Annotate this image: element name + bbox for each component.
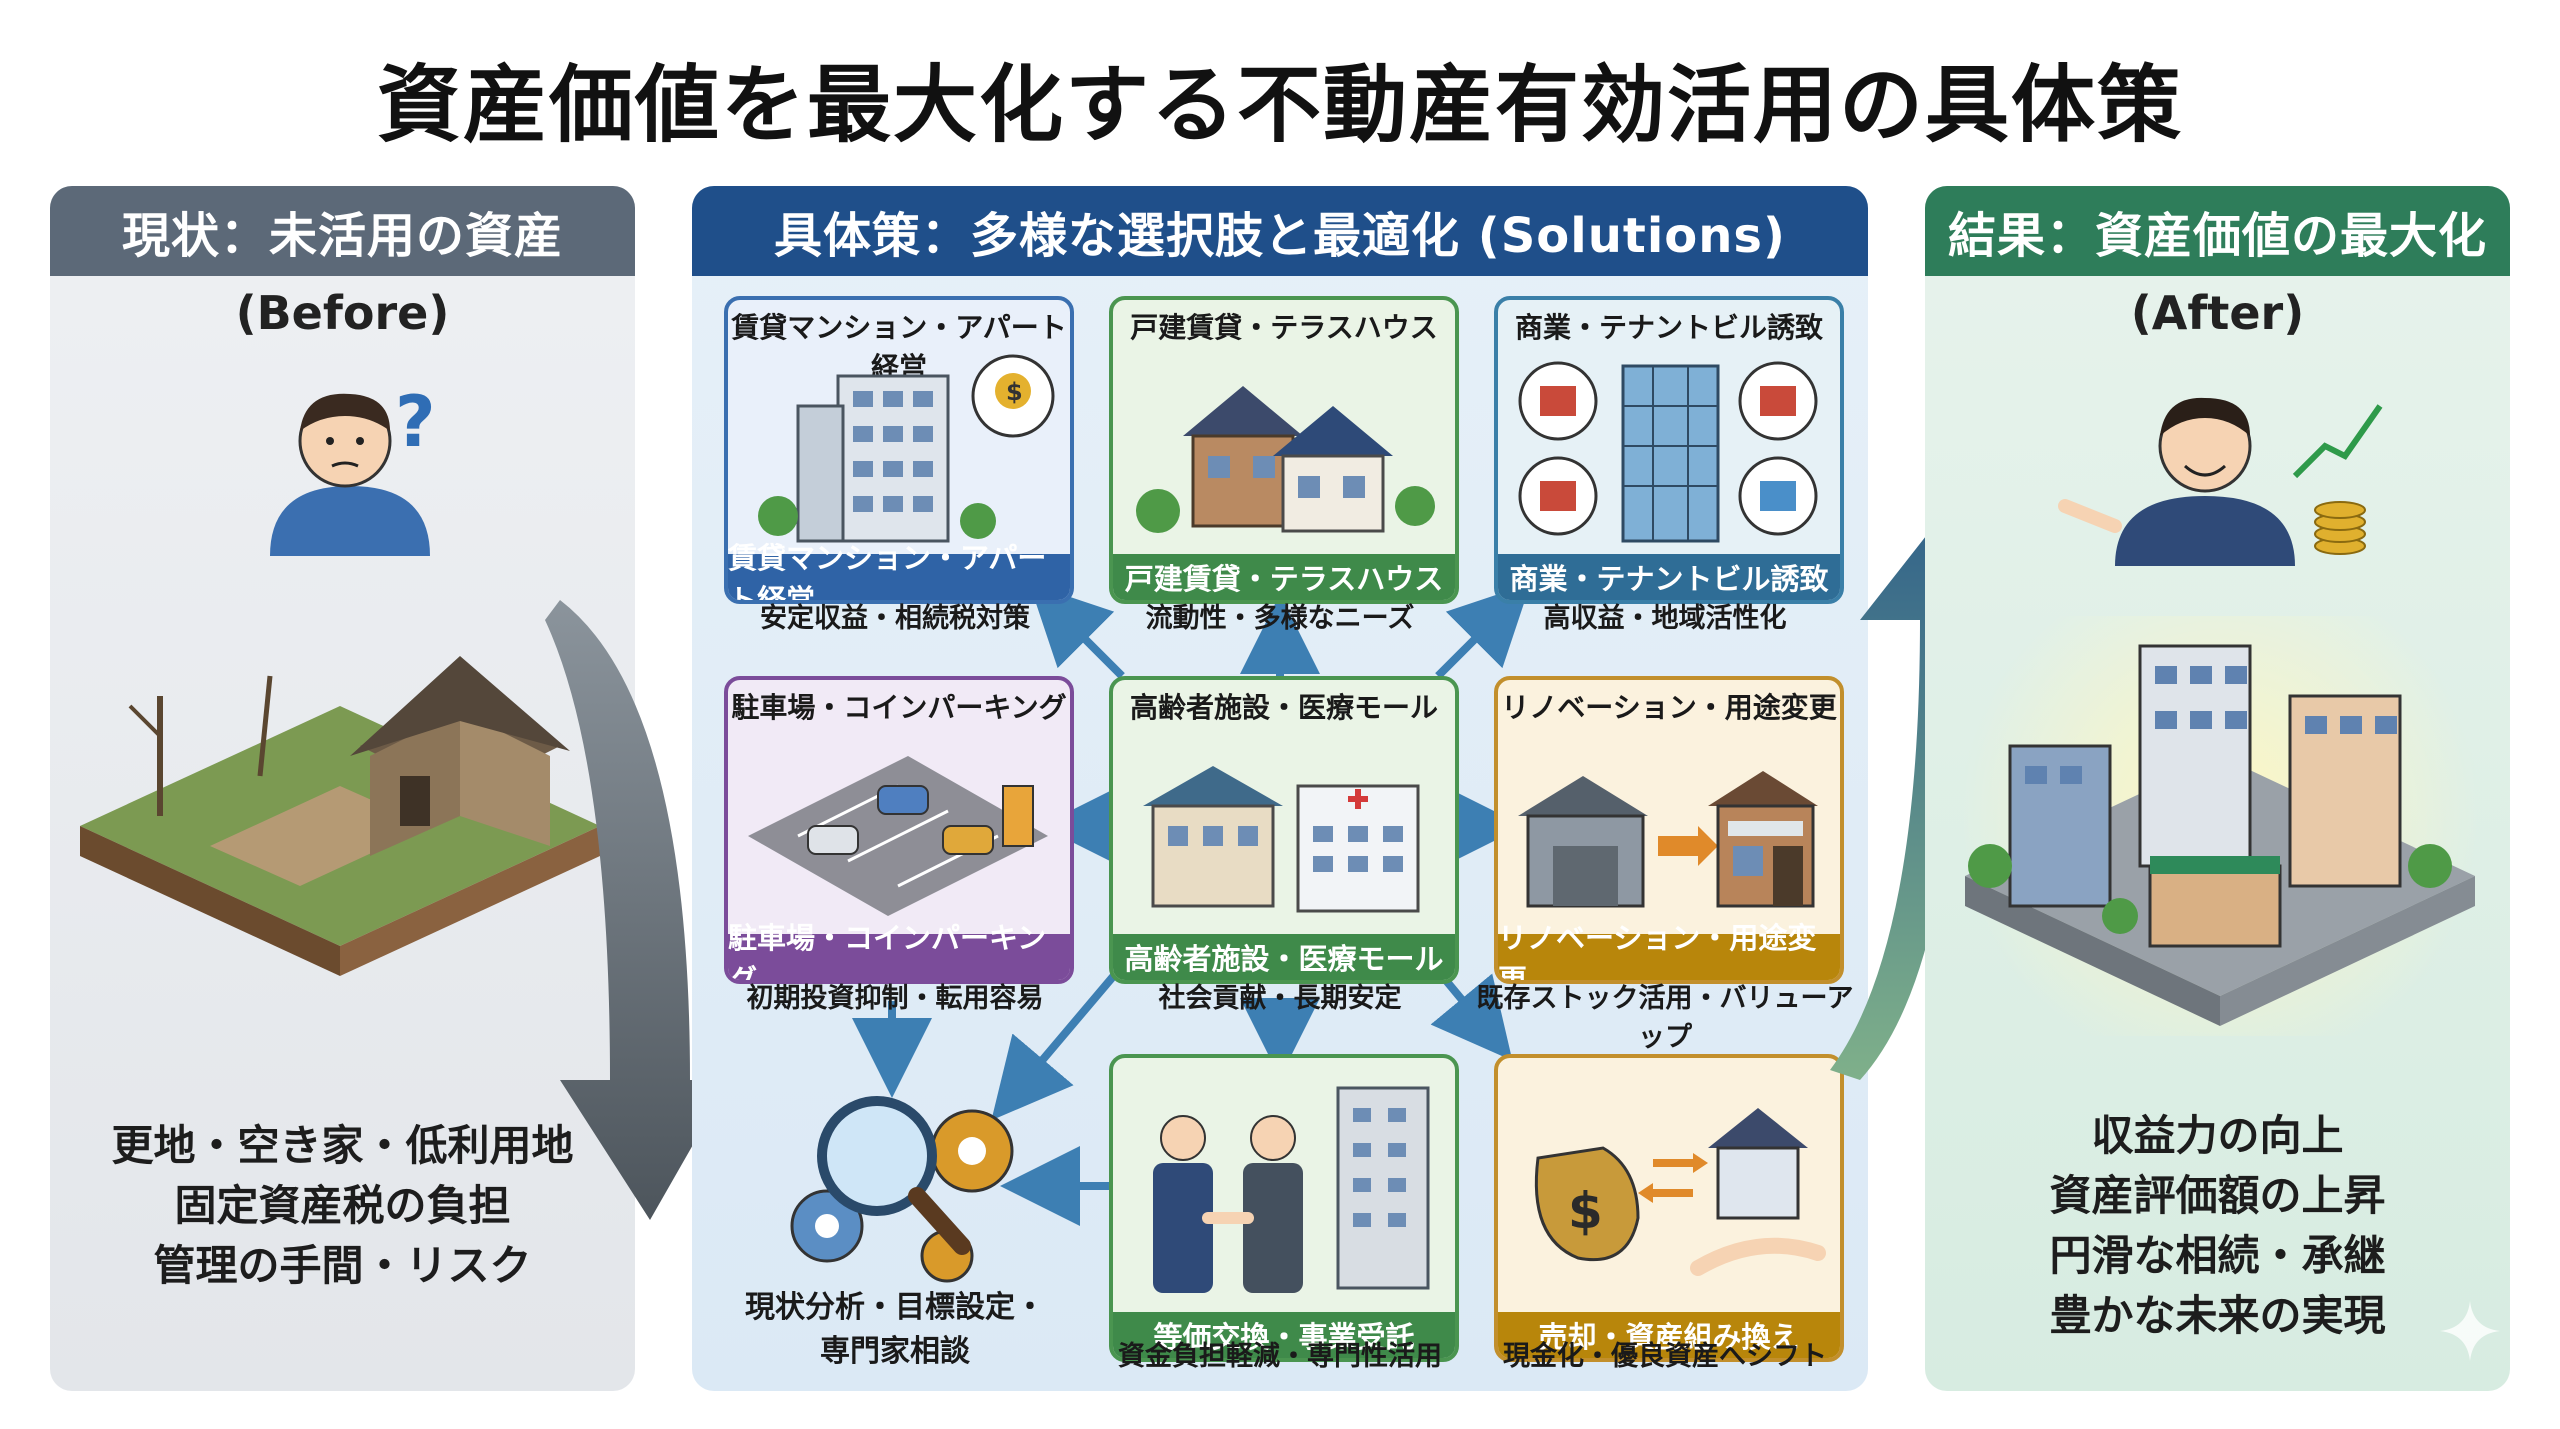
card-rental-apartment[interactable]: 賃貸マンション・アパート経営 $ 賃貸マンション・アパート経営 [724, 296, 1074, 604]
card-rental-apartment-label: 賃貸マンション・アパート経営 [728, 541, 1070, 600]
card-renovation-caption: 既存ストック活用・バリューアップ [1476, 983, 1854, 1053]
card-parking[interactable]: 駐車場・コインパーキング 駐車場・コインパーキング [724, 676, 1074, 984]
solutions-panel-header: 具体策：多様な選択肢と最適化 (Solutions) [692, 186, 1868, 276]
handshake-building-icon [1153, 1086, 1430, 1293]
terrace-house-icon [1136, 386, 1435, 533]
card-detached-rental-title: 戸建賃貸・テラスハウス [1130, 311, 1438, 344]
apartment-building-icon: $ [758, 354, 1055, 543]
card-detached-rental-caption: 流動性・多様なニーズ [1145, 603, 1415, 634]
before-to-solutions-arrow [545, 600, 730, 1220]
office-tower-icon [1518, 361, 1818, 543]
after-panel-header: 結果：資産価値の最大化 [1925, 186, 2510, 276]
card-sale-swap[interactable]: $ 売却・資産組み換え [1494, 1054, 1844, 1362]
before-panel-header: 現状：未活用の資産 [50, 186, 635, 276]
vacant-house-icon [80, 656, 600, 976]
money-house-swap-icon: $ [1534, 1108, 1826, 1276]
analysis-caption-line-1: 現状分析・目標設定・ [745, 1290, 1045, 1325]
developed-city-icon [1960, 616, 2480, 1036]
before-label: (Before) [235, 286, 450, 340]
before-panel: 現状：未活用の資産 (Before) ? 更地・空き家・低利用地 固定資産税の負… [50, 186, 635, 1391]
card-detached-rental-label: 戸建賃貸・テラスハウス [1113, 554, 1455, 600]
card-equivalent-exchange-label: 等価交換・事業受託 [1113, 1312, 1455, 1358]
card-parking-label: 駐車場・コインパーキング [728, 921, 1070, 980]
after-line-1: 収益力の向上 [2091, 1111, 2344, 1160]
card-elderly-medical-title: 高齢者施設・医療モール [1129, 691, 1438, 724]
card-commercial-tenant[interactable]: 商業・テナントビル誘致 商業・テナントビル誘致 [1494, 296, 1844, 604]
happy-person-icon [2058, 397, 2383, 566]
solutions-panel: 具体策：多様な選択肢と最適化 (Solutions) 賃貸マンション・アパート経… [692, 186, 1868, 1391]
analysis-caption: 現状分析・目標設定・ 専門家相談 [705, 1286, 1085, 1374]
card-renovation[interactable]: リノベーション・用途変更 リノベーション・用途変更 [1494, 676, 1844, 984]
worried-person-icon: ? [270, 381, 436, 556]
card-renovation-title: リノベーション・用途変更 [1501, 691, 1837, 724]
solutions-to-after-arrow [1830, 480, 2015, 1080]
card-commercial-tenant-caption: 高収益・地域活性化 [1543, 603, 1787, 634]
after-line-4: 豊かな未来の実現 [2049, 1291, 2386, 1340]
card-commercial-tenant-title: 商業・テナントビル誘致 [1514, 311, 1823, 344]
after-line-2: 資産評価額の上昇 [2049, 1171, 2386, 1220]
analysis-magnifier-gears-icon [790, 1096, 1014, 1283]
after-line-3: 円滑な相続・承継 [2049, 1231, 2386, 1280]
page-title: 資産価値を最大化する不動産有効活用の具体策 [376, 56, 2183, 154]
card-equivalent-exchange[interactable]: 等価交換・事業受託 [1109, 1054, 1459, 1362]
card-equivalent-exchange-caption: 資金負担軽減・専門性活用 [1118, 1341, 1442, 1372]
before-line-1: 更地・空き家・低利用地 [111, 1121, 574, 1170]
medical-facility-icon [1143, 766, 1420, 913]
card-detached-rental[interactable]: 戸建賃貸・テラスハウス 戸建賃貸・テラスハウス [1109, 296, 1459, 604]
card-elderly-medical-caption: 社会貢献・長期安定 [1158, 983, 1402, 1014]
svg-text:$: $ [1006, 378, 1023, 406]
card-parking-title: 駐車場・コインパーキング [731, 691, 1067, 724]
renovation-icon [1518, 771, 1818, 908]
card-elderly-medical-label: 高齢者施設・医療モール [1113, 934, 1455, 980]
parking-lot-icon [748, 756, 1048, 916]
before-line-2: 固定資産税の負担 [174, 1181, 511, 1230]
card-commercial-tenant-label: 商業・テナントビル誘致 [1498, 554, 1840, 600]
card-rental-apartment-caption: 安定収益・相続税対策 [760, 603, 1030, 634]
card-parking-caption: 初期投資抑制・転用容易 [746, 983, 1044, 1014]
card-renovation-label: リノベーション・用途変更 [1498, 921, 1840, 980]
after-panel: 結果：資産価値の最大化 (After) 収益力の向上 資産評価額の上昇 円滑な相… [1925, 186, 2510, 1391]
card-elderly-medical[interactable]: 高齢者施設・医療モール 高齢者施設・医療モール [1109, 676, 1459, 984]
card-sale-swap-label: 売却・資産組み換え [1498, 1312, 1840, 1358]
card-sale-swap-caption: 現金化・優良資産へシフト [1503, 1341, 1827, 1372]
svg-text:$: $ [1568, 1182, 1603, 1240]
analysis-caption-line-2: 専門家相談 [820, 1334, 970, 1369]
after-label: (After) [2130, 286, 2305, 340]
svg-text:?: ? [395, 381, 436, 463]
before-line-3: 管理の手間・リスク [153, 1241, 532, 1290]
sparkle-icon [2440, 1301, 2500, 1361]
